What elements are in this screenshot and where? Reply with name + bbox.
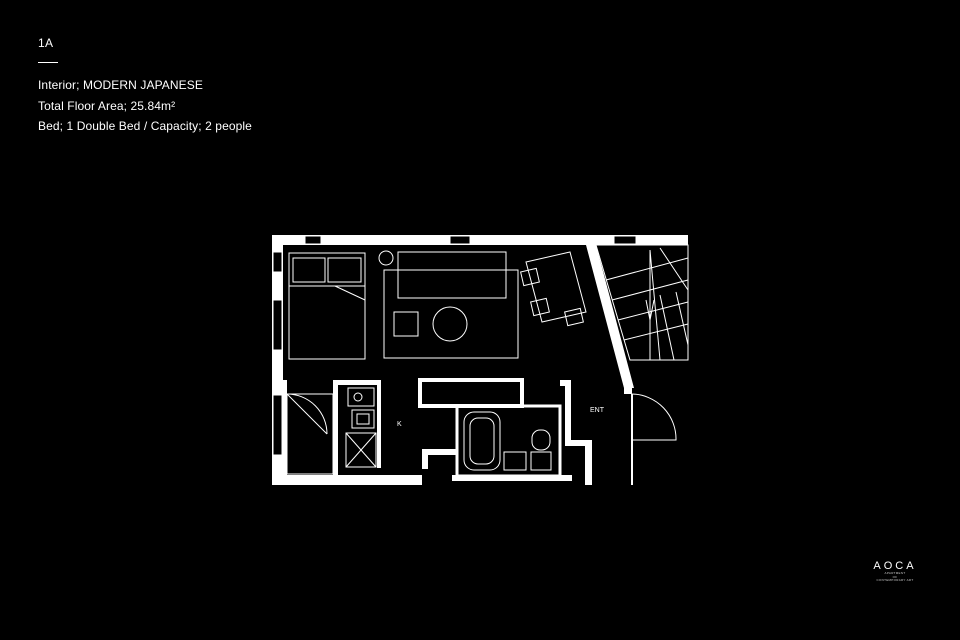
- kitchen-label: K: [397, 421, 402, 428]
- logo-tagline-1: APARTMENT: [884, 571, 906, 575]
- logo-tagline-2: OF: [892, 574, 898, 579]
- staircase: [595, 244, 689, 361]
- divider-line: [38, 62, 58, 63]
- logo-tagline-3: CONTEMPORARY ART: [876, 578, 914, 582]
- windows: [272, 235, 637, 456]
- entrance-label: ENT: [590, 407, 605, 414]
- kitchen: [345, 387, 377, 468]
- living-area: [383, 251, 519, 359]
- double-bed: [288, 252, 366, 360]
- closet: [286, 393, 334, 475]
- bathroom: [455, 404, 562, 478]
- dining-set: [520, 251, 587, 327]
- entrance-door: [631, 393, 677, 485]
- lamp: [378, 250, 394, 266]
- unit-info: Interior; MODERN JAPANESE Total Floor Ar…: [38, 75, 252, 137]
- logo-wordmark: AOCA: [873, 560, 917, 572]
- floor-area-text: Total Floor Area; 25.84m²: [38, 98, 176, 113]
- bed-capacity-text: Bed; 1 Double Bed / Capacity; 2 people: [38, 119, 252, 133]
- aoca-logo: AOCA APARTMENT OF CONTEMPORARY ART: [860, 560, 930, 590]
- unit-name: 1A: [38, 36, 54, 50]
- interior-text: Interior; MODERN JAPANESE: [38, 78, 203, 92]
- walls: [272, 235, 688, 485]
